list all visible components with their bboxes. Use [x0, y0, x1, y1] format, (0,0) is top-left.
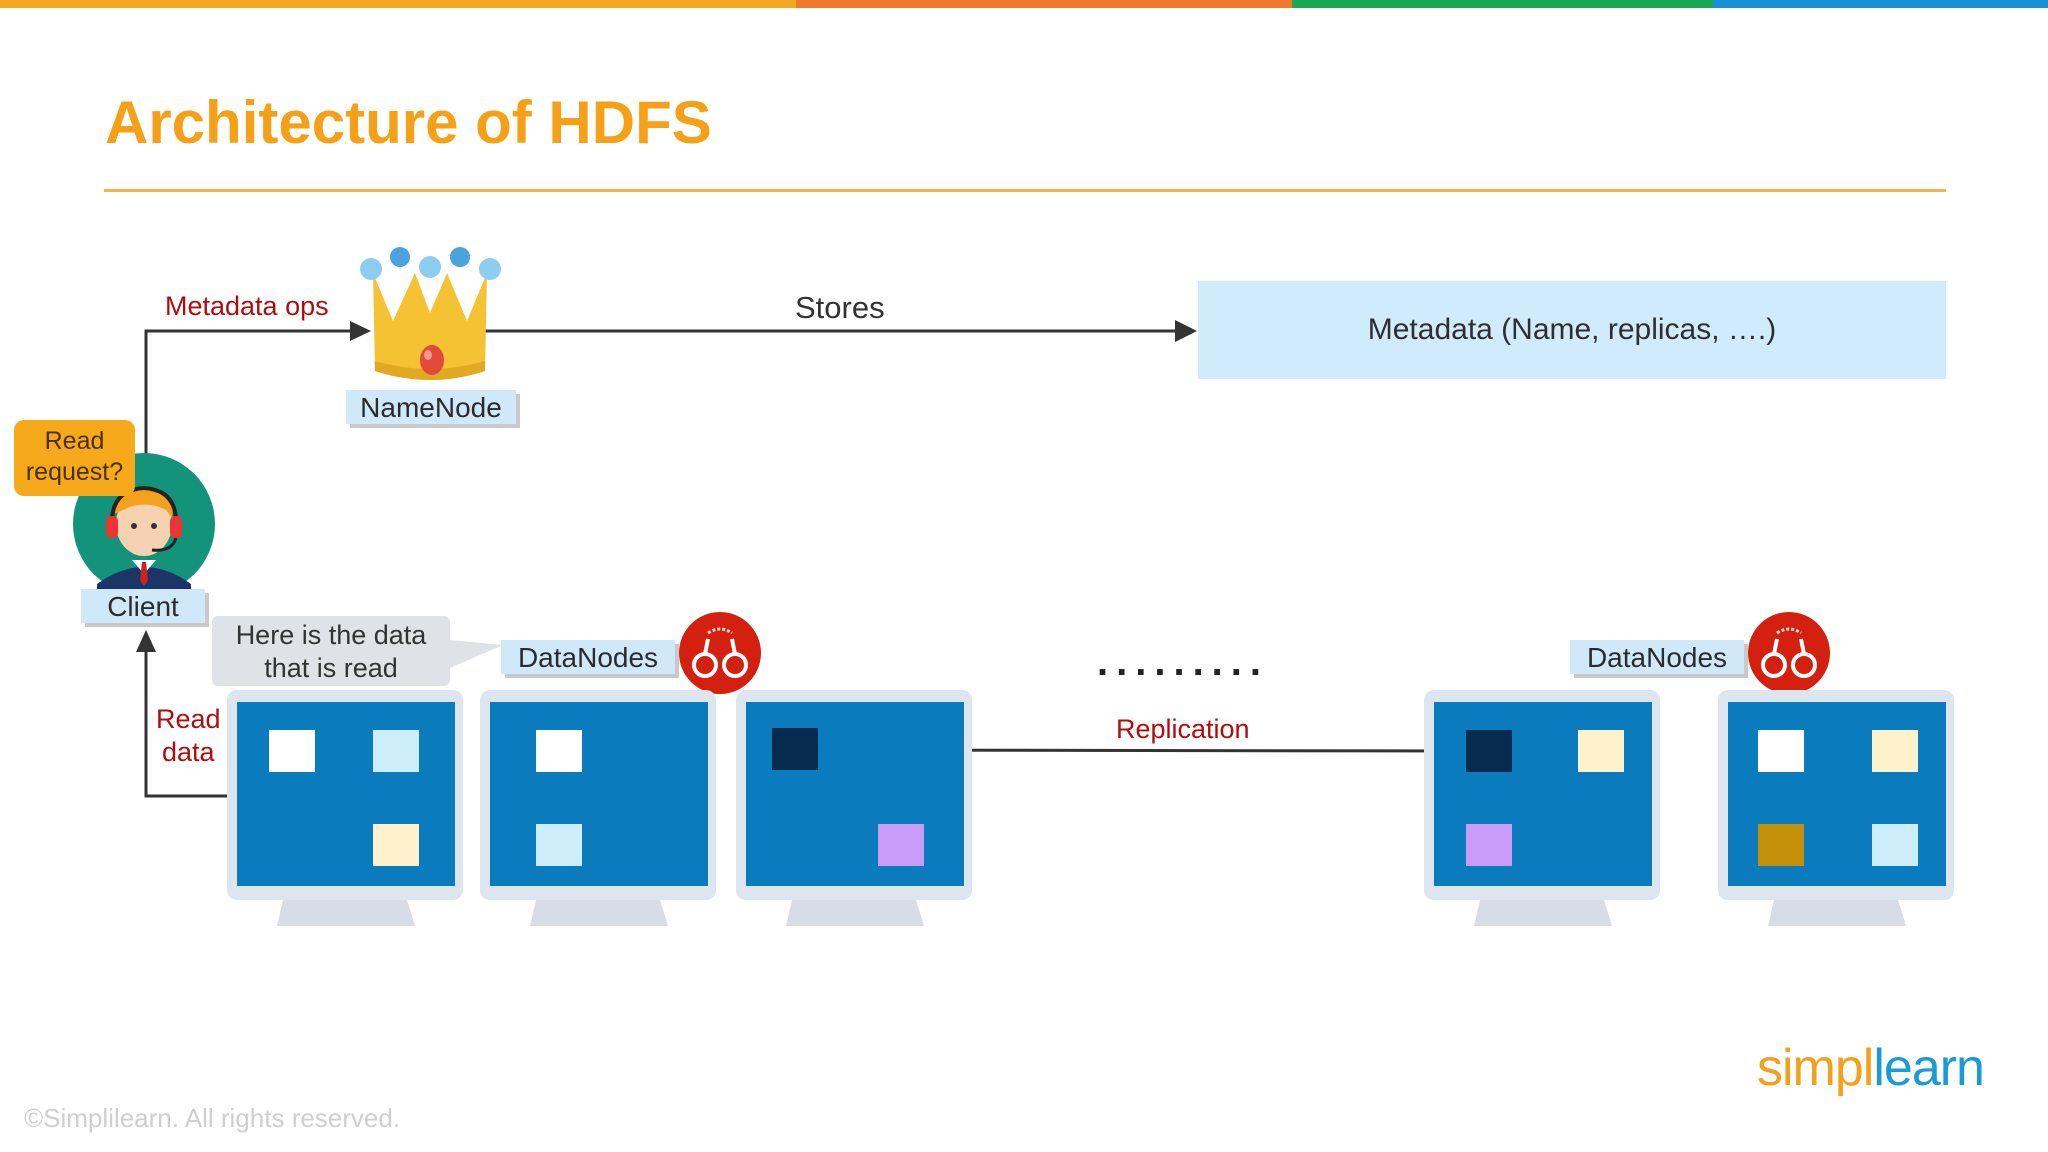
datanode-monitor-1 — [227, 690, 463, 926]
datanode-monitor-2 — [480, 690, 716, 926]
data-read-line2: that is read — [264, 653, 398, 683]
datanode-monitor-4 — [1424, 690, 1660, 926]
datanodes-label-left: DataNodes — [501, 640, 675, 674]
ellipsis-dots: ......... — [1097, 640, 1270, 684]
read-data-line2: data — [161, 737, 215, 767]
top-bar-orange — [0, 0, 796, 8]
read-request-line1: Read — [44, 427, 105, 455]
read-data-arrow — [144, 645, 229, 798]
brand-part1: simpl — [1757, 1039, 1874, 1097]
read-data-label: Read data — [156, 703, 221, 769]
handcuffs-icon — [679, 612, 761, 694]
metadata-box: Metadata (Name, replicas, ….) — [1198, 281, 1946, 379]
top-bar-blue — [1713, 0, 2048, 8]
stores-label: Stores — [795, 290, 885, 325]
metadata-ops-label: Metadata ops — [165, 291, 329, 321]
top-bar-green — [1292, 0, 1713, 8]
top-color-bar — [0, 0, 2048, 8]
datanode-monitor-5 — [1718, 690, 1954, 926]
brand-logo: simpllearn — [1757, 1038, 1985, 1098]
crown-icon — [360, 247, 501, 380]
data-read-speech: Here is the data that is read — [212, 616, 450, 686]
read-request-line2: request? — [25, 458, 124, 486]
handcuffs-icon — [1748, 612, 1830, 694]
replication-label: Replication — [1116, 714, 1250, 744]
client-label: Client — [81, 589, 205, 623]
datanodes-label-right: DataNodes — [1570, 640, 1744, 674]
read-request-bubble: Read request? — [14, 420, 135, 496]
copyright-notice: ©Simplilearn. All rights reserved. — [24, 1103, 401, 1133]
metadata-ops-arrow — [144, 329, 355, 455]
data-read-line1: Here is the data — [235, 620, 427, 650]
top-bar-dark-orange — [796, 0, 1292, 8]
read-data-line1: Read — [156, 704, 221, 734]
namenode-label: NameNode — [346, 390, 516, 424]
datanode-monitor-3 — [736, 690, 972, 926]
title-divider — [104, 189, 1946, 192]
brand-part2: learn — [1873, 1039, 1985, 1097]
slide-title: Architecture of HDFS — [105, 89, 712, 156]
